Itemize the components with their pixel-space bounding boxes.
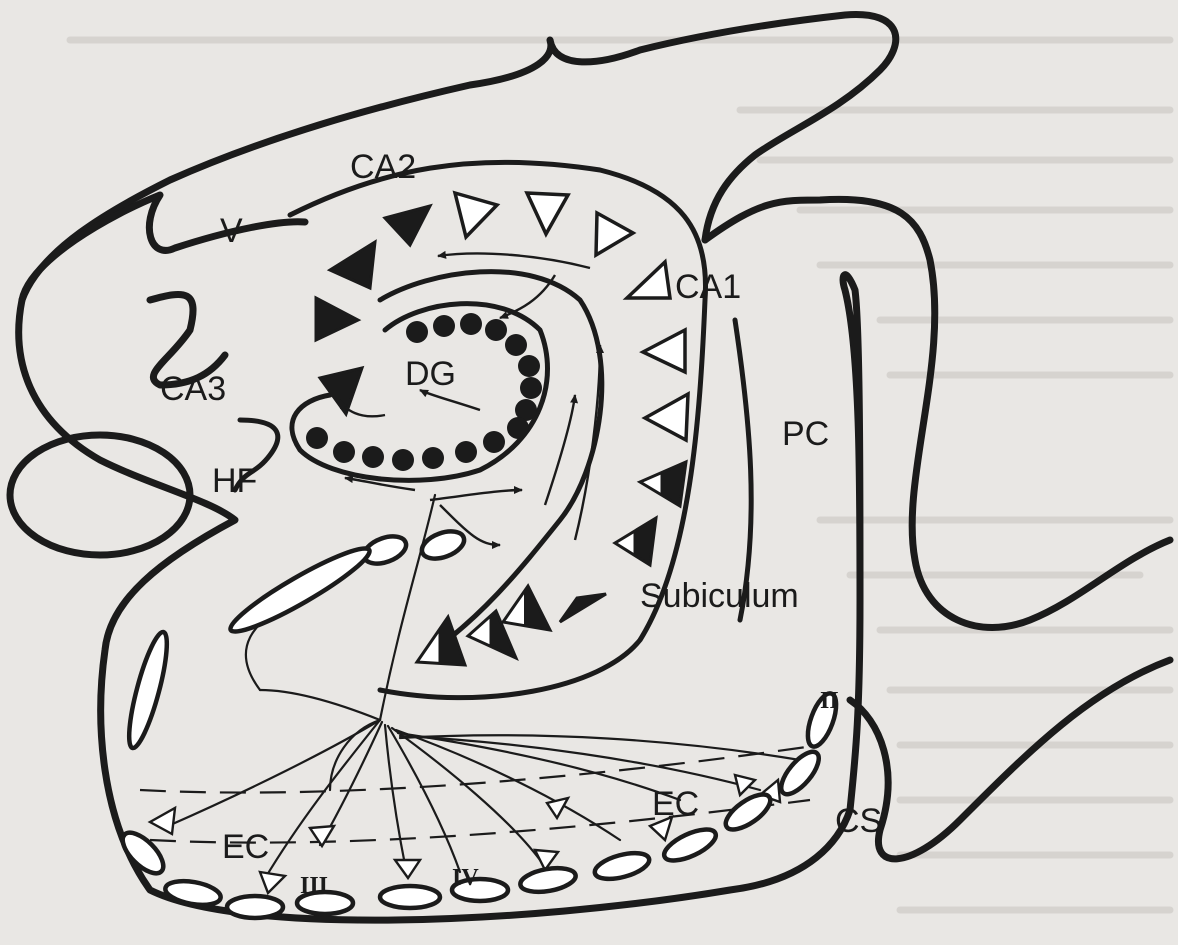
label-ca3: CA3 xyxy=(160,370,226,408)
label-subiculum: Subiculum xyxy=(640,577,799,615)
label-cs: CS xyxy=(835,802,882,840)
label-dg: DG xyxy=(405,355,456,393)
ca1-cell-3 xyxy=(627,262,670,298)
ec-cell-6 xyxy=(547,798,568,818)
label-ec-right: EC xyxy=(652,785,699,823)
ec-layer-boundary-1 xyxy=(140,745,820,793)
fiber-11 xyxy=(260,690,380,720)
label-pc: PC xyxy=(782,415,829,453)
layer-label-ii: II xyxy=(820,688,839,714)
ca1-cell-4 xyxy=(643,330,685,372)
ca3-cell-2 xyxy=(316,298,358,340)
layer-label-iii: III xyxy=(300,873,328,899)
fiber-2 xyxy=(264,720,380,880)
subiculum-cell-3 xyxy=(503,586,550,630)
fiber-6 xyxy=(392,728,540,860)
subiculum-cell-5 xyxy=(417,617,465,665)
ca2-cell-1 xyxy=(385,206,430,245)
fiber-pathways xyxy=(168,253,800,880)
pc-border xyxy=(735,320,751,620)
ca3-cell-1 xyxy=(330,242,375,288)
fiber-4 xyxy=(385,725,406,870)
layer-label-iv: IV xyxy=(452,865,479,891)
cs-sulcus xyxy=(843,275,860,810)
label-v: V xyxy=(220,212,243,250)
ca1-cell-6 xyxy=(640,462,686,506)
pyramidal-cells xyxy=(316,193,688,665)
ec-cell-8 xyxy=(735,775,755,795)
ec-cell-1 xyxy=(150,808,175,834)
label-ca2: CA2 xyxy=(350,148,416,186)
ca3-cell-3 xyxy=(320,368,362,414)
label-ec-left: EC xyxy=(222,828,269,866)
ca3-recurrent-arrow xyxy=(438,253,590,268)
subiculum-cell-1 xyxy=(615,518,656,565)
label-hf: HF xyxy=(212,462,257,500)
ca1-cell-1 xyxy=(527,193,568,234)
ec-cell-2 xyxy=(260,872,285,893)
fiber-5 xyxy=(388,726,460,872)
ec-cell-4 xyxy=(395,860,420,878)
pp-trunk xyxy=(380,495,435,720)
fiber-1 xyxy=(168,720,380,826)
ca2-cell-2 xyxy=(455,193,497,237)
ca1-cell-2 xyxy=(596,213,633,255)
label-ca1: CA1 xyxy=(675,268,741,306)
subiculum-cell-2 xyxy=(560,594,606,622)
hf-circle xyxy=(10,435,190,555)
fiber-9 xyxy=(400,736,760,790)
v-contour xyxy=(22,195,305,300)
entorhinal-cortex xyxy=(140,745,820,893)
pp-arrow-2 xyxy=(430,490,522,500)
dg-inner-arrow xyxy=(420,390,480,410)
ca1-cell-5 xyxy=(645,394,688,440)
fiber-8 xyxy=(398,733,680,800)
ca1-arrow-2 xyxy=(545,395,575,505)
